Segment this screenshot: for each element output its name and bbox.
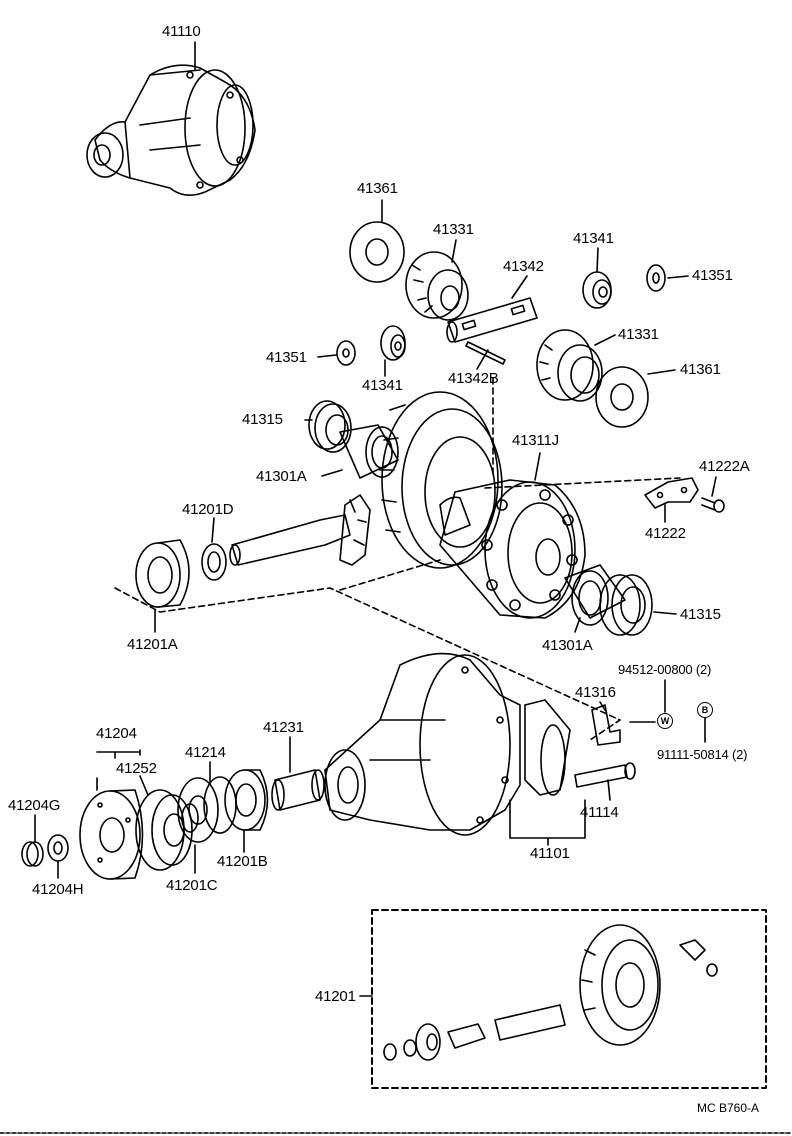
label-41201c: 41201C: [166, 877, 218, 894]
adjusting-nut-41315-upper: [308, 400, 352, 453]
pinion-shaft-41342: [446, 297, 538, 343]
label-41204: 41204: [96, 725, 137, 742]
label-41252: 41252: [116, 760, 157, 777]
label-41110: 41110: [162, 23, 201, 40]
carrier-housing-41101: [324, 652, 571, 836]
thrust-washer-41361-lower: [595, 366, 649, 428]
pinion-gear-41341-right: [582, 271, 612, 309]
washer-41201d: [201, 543, 227, 581]
leader-41101: [509, 799, 586, 846]
thrust-washer-41351-left: [336, 340, 356, 366]
label-41342: 41342: [503, 258, 544, 275]
label-41222a: 41222A: [699, 458, 750, 475]
label-41361-upper: 41361: [357, 180, 398, 197]
bearing-41201c: [181, 803, 199, 833]
label-94512-00800: 94512-00800 (2): [618, 662, 712, 677]
nut-41204g: [21, 841, 44, 867]
label-41331-upper: 41331: [433, 221, 474, 238]
label-41331-lower: 41331: [618, 326, 659, 343]
diagram-code: MC B760-A: [697, 1101, 760, 1115]
kit-41201-outline: [371, 909, 767, 1089]
adjusting-nut-41315-lower: [599, 574, 653, 636]
label-41101: 41101: [530, 845, 570, 862]
label-41201d: 41201D: [182, 501, 234, 518]
pin-41342b: [465, 341, 506, 365]
lock-plate-41222: [644, 477, 699, 509]
label-41351-left: 41351: [266, 349, 307, 366]
lock-plate-41316: [591, 704, 621, 746]
label-41301a-upper: 41301A: [256, 468, 307, 485]
label-91111-50814: 91111-50814 (2): [657, 747, 748, 762]
label-41301a-lower: 41301A: [542, 637, 593, 654]
drive-pinion-shaft: [229, 494, 371, 566]
thrust-washer-41361-upper: [349, 221, 405, 283]
label-41316: 41316: [575, 684, 616, 701]
label-41201-kit: 41201: [315, 988, 356, 1005]
label-41114: 41114: [580, 804, 619, 821]
washer-41204h: [47, 834, 69, 862]
label-41231: 41231: [263, 719, 304, 736]
oil-seal-41252: [135, 789, 193, 871]
differential-case-41311j: [439, 479, 586, 619]
label-41204g: 41204G: [8, 797, 61, 814]
leader-41204: [96, 749, 141, 791]
bearing-41201a: [135, 539, 190, 608]
side-gear-41331-upper: [405, 251, 469, 321]
label-41361-lower: 41361: [680, 361, 721, 378]
label-41341-right: 41341: [573, 230, 614, 247]
dashed-assembly-outline: [114, 477, 681, 741]
label-41342b: 41342B: [448, 370, 499, 387]
side-gear-41331-lower: [536, 329, 603, 402]
label-41204h: 41204H: [32, 881, 84, 898]
label-41315-upper: 41315: [242, 411, 283, 428]
washer-w-badge: W: [657, 713, 673, 729]
label-41341-left: 41341: [362, 377, 403, 394]
label-41351-right: 41351: [692, 267, 733, 284]
oil-slinger-41214: [177, 776, 237, 843]
side-bearing-41301a-lower: [564, 564, 626, 626]
bolt-41222a: [701, 497, 725, 513]
thrust-washer-41351-right: [646, 264, 666, 292]
label-41201a: 41201A: [127, 636, 178, 653]
pinion-gear-41341-left: [380, 325, 406, 361]
companion-flange-41204: [79, 789, 144, 880]
label-41222: 41222: [645, 525, 686, 542]
label-41214: 41214: [185, 744, 226, 761]
carrier-assembly-drawing: [86, 64, 256, 196]
bolt-b-badge: B: [697, 702, 713, 718]
spacer-41231: [271, 769, 325, 811]
label-41311j: 41311J: [512, 432, 559, 449]
label-41201b: 41201B: [217, 853, 268, 870]
label-41315-lower: 41315: [680, 606, 721, 623]
ring-gear-drawing: [379, 391, 503, 569]
kit-41201-contents: [383, 924, 718, 1061]
bolt-41114: [574, 762, 636, 788]
bearing-41201b: [224, 769, 269, 831]
